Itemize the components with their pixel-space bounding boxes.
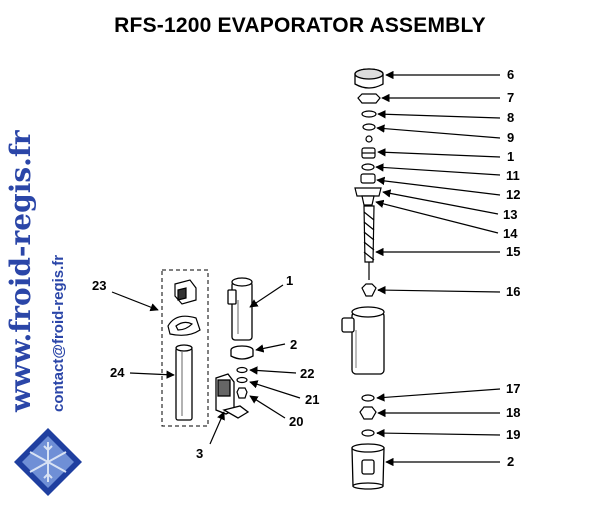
callout-11: 11 (506, 168, 520, 183)
bushing-part-1-right (361, 147, 376, 159)
collar-part-12 (360, 173, 376, 184)
washer-part-9 (362, 123, 376, 143)
spout-part-23 (174, 279, 197, 305)
callout-19: 19 (506, 427, 520, 442)
gasket-part-23 (167, 315, 201, 336)
callout-3: 3 (196, 446, 203, 461)
flange-part-13-14 (354, 187, 382, 206)
callout-24: 24 (110, 365, 125, 380)
callout-1-right: 1 (507, 149, 514, 164)
callout-12: 12 (506, 187, 520, 202)
callout-1-left: 1 (286, 273, 293, 288)
callout-16: 16 (506, 284, 520, 299)
callout-15: 15 (506, 244, 520, 259)
base-part-2-right (351, 443, 385, 490)
callout-13: 13 (503, 207, 517, 222)
tube-part-1-left (227, 277, 253, 341)
callout-7: 7 (507, 90, 514, 105)
callout-17: 17 (506, 381, 520, 396)
callout-2-right: 2 (507, 454, 514, 469)
nut-part-18 (359, 406, 377, 420)
callout-21: 21 (305, 392, 319, 407)
tube-part-24 (175, 344, 193, 421)
callout-18: 18 (506, 405, 520, 420)
seals-part-20-21-22 (236, 366, 248, 399)
cap-part-6 (354, 68, 384, 89)
callout-14: 14 (503, 226, 518, 241)
seal-part-8 (361, 110, 377, 118)
callout-20: 20 (289, 414, 303, 429)
page-title: RFS-1200 EVAPORATOR ASSEMBLY (114, 14, 486, 37)
valve-part-3 (215, 373, 250, 419)
evaporator-body (341, 306, 385, 375)
callout-arrows-left (111, 284, 301, 445)
callout-23: 23 (92, 278, 106, 293)
snowflake-logo (14, 428, 82, 496)
callout-22: 22 (300, 366, 314, 381)
oring-part-11 (361, 163, 375, 171)
kit-box-23-24 (161, 269, 209, 427)
callout-2-left: 2 (290, 337, 297, 352)
retainer-part-7 (357, 93, 381, 104)
collar-part-2-left (230, 345, 254, 360)
auger-part-15 (363, 205, 375, 280)
callout-6: 6 (507, 67, 514, 82)
callout-8: 8 (507, 110, 514, 125)
callout-9: 9 (507, 130, 514, 145)
seal-part-17 (361, 394, 375, 402)
washer-part-19 (361, 429, 375, 437)
callout-arrows-right (375, 70, 501, 467)
nut-part-16 (361, 283, 377, 297)
